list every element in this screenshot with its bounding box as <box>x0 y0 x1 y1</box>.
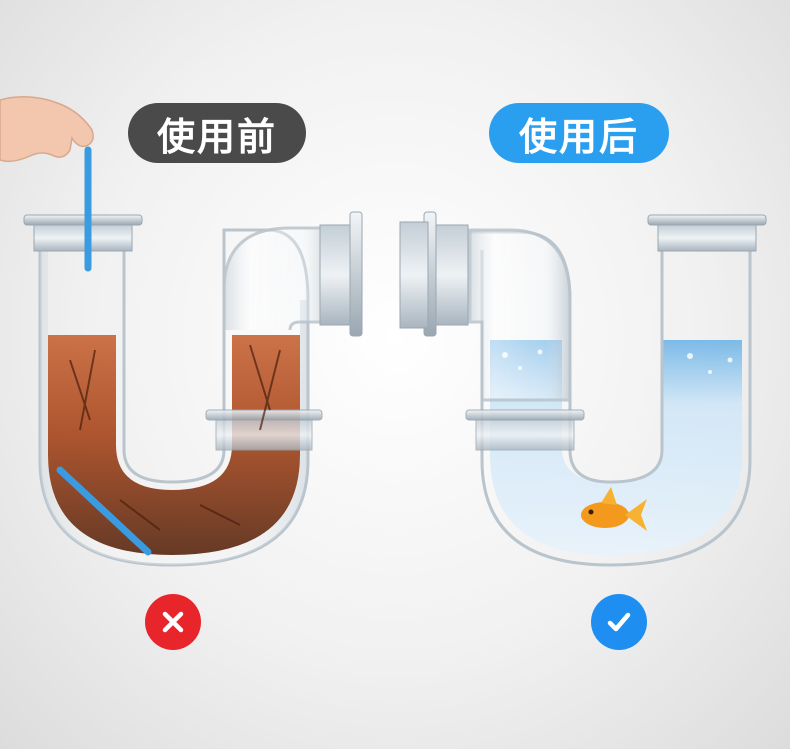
status-badge-good <box>591 594 647 650</box>
cross-icon <box>162 611 184 633</box>
clean-pipe <box>399 211 767 567</box>
after-label: 使用后 <box>489 103 669 163</box>
check-icon <box>607 612 631 632</box>
hand <box>0 96 94 163</box>
goldfish <box>581 487 647 531</box>
cleaning-stick-in-pipe <box>56 466 152 556</box>
before-label: 使用前 <box>128 103 306 163</box>
clog-sludge <box>48 335 300 555</box>
dirty-pipe <box>0 96 363 567</box>
status-badge-bad <box>145 594 201 650</box>
